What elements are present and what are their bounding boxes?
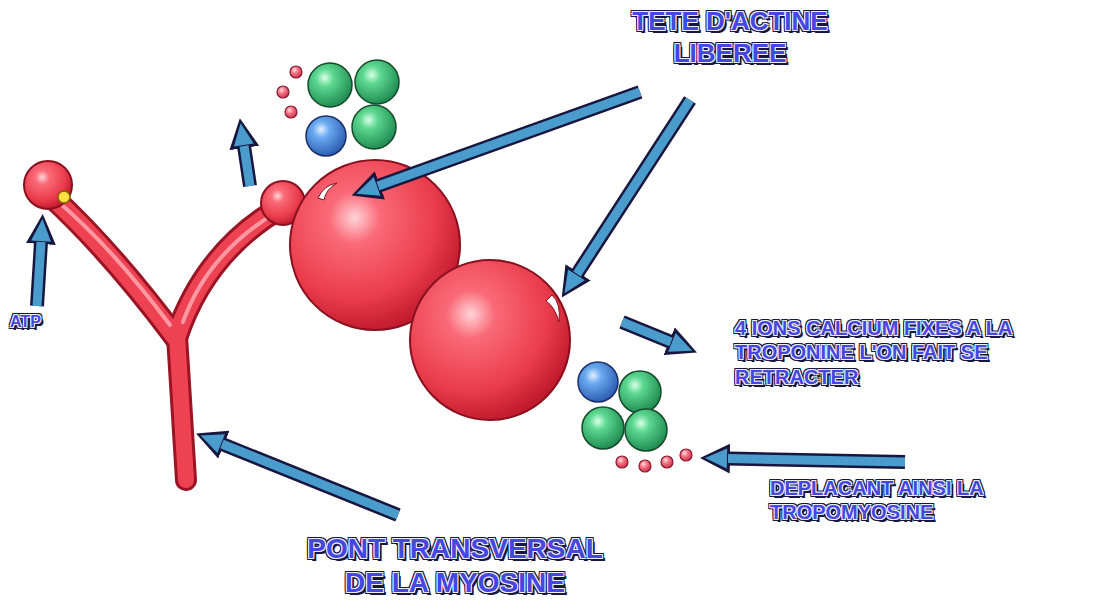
myosin-highlight [56,200,170,325]
arrow-outline [577,100,690,274]
troponin-cluster [578,362,692,472]
pink-calcium [639,460,651,472]
pink-calcium [285,106,297,118]
myosin-outline [176,205,285,338]
myosin-arm [176,205,285,338]
callout-label: TETE D'ACTINE LIBEREE [605,6,855,69]
callout-label: PONT TRANSVERSAL DE LA MYOSINE [295,532,615,600]
callout-label: DEPLACANT AINSI LA TROPOMYOSINE [770,476,1070,525]
arrow-outline [222,444,398,515]
pointer-arrow [244,146,250,186]
label-holder: DEPLACANT AINSI LA TROPOMYOSINE [770,476,1070,525]
arrow-outline [37,242,41,306]
actin-head [410,260,570,420]
arrow-outline [728,459,905,463]
callout-label: ATP [10,312,70,332]
myosin-highlight [183,210,280,322]
arrow-outline [378,92,640,186]
atp-dot [58,191,70,203]
pink-calcium [290,66,302,78]
pink-calcium [616,456,628,468]
pink-calcium [277,86,289,98]
arrow-outline [622,322,671,342]
label-holder: TETE D'ACTINE LIBEREE [605,6,855,69]
green-sphere [619,371,661,413]
myosin-outline [177,336,186,480]
myosin-heads [261,160,570,420]
pointer-arrow [622,322,671,342]
myosin-arm [50,195,176,338]
green-sphere [352,105,396,149]
pointer-arrow [728,459,905,463]
label-holder: 4 IONS CALCIUM FIXES A LA TROPONINE L'ON… [735,316,1100,389]
binding-notch [546,295,559,322]
pink-calcium [680,449,692,461]
atp-site [24,161,72,209]
label-holder: PONT TRANSVERSAL DE LA MYOSINE [295,532,615,600]
myosin-stem [177,336,186,480]
green-sphere [625,409,667,451]
arrow-outline [244,146,250,186]
myosin-end [24,161,72,209]
pointer-arrow [37,242,41,306]
pointer-arrow [222,444,398,515]
blue-sphere [578,362,618,402]
pointer-arrow [378,92,640,186]
green-sphere [308,63,352,107]
pink-calcium [661,456,673,468]
pointer-arrow [577,100,690,274]
myosin-cross-bridge [50,195,285,480]
green-sphere [582,407,624,449]
label-holder: ATP [10,312,70,332]
troponin-cluster [277,60,399,156]
myosin-outline [50,195,176,338]
blue-sphere [306,116,346,156]
green-sphere [355,60,399,104]
pointer-arrows [37,92,905,515]
callout-label: 4 IONS CALCIUM FIXES A LA TROPONINE L'ON… [735,316,1100,389]
binding-notch [318,183,337,200]
